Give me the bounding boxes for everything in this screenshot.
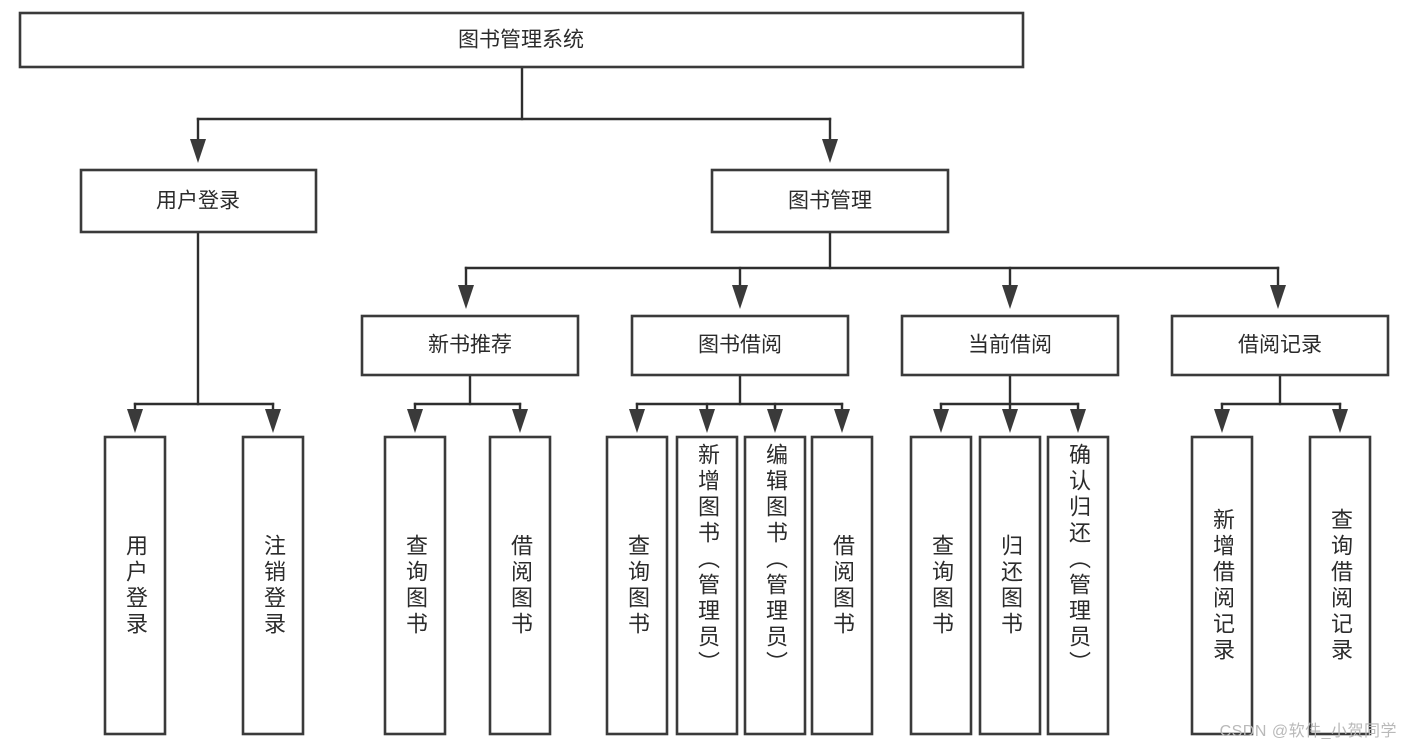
- arrow-head-l3-1: [458, 285, 474, 309]
- node-book-borrow-label: 图书借阅: [698, 334, 782, 357]
- leaf-label-newbook-2: 借阅图书: [508, 533, 533, 638]
- arrow-head-nb-1: [407, 409, 423, 433]
- arrow-head-userlogin: [190, 139, 206, 163]
- arrow-head-bookmgmt: [822, 139, 838, 163]
- leaf-label-current-3: 确认归还（管理员）: [1066, 443, 1091, 677]
- leaf-box-newbook-2[interactable]: [488, 435, 552, 736]
- connector-group-userlogin-leaves: [127, 230, 281, 433]
- leaf-box-newbook-1[interactable]: [383, 435, 447, 736]
- node-root-label: 图书管理系统: [458, 29, 584, 52]
- leaf-box-user-login-1[interactable]: [103, 435, 167, 736]
- connector-group-bookmgmt: [458, 230, 1286, 309]
- connector-group-record-leaves: [1214, 373, 1348, 433]
- leaf-box-current-3[interactable]: [1046, 435, 1110, 736]
- leaf-box-borrow-2[interactable]: [675, 435, 739, 736]
- connector-group-borrow-leaves: [629, 373, 850, 433]
- arrow-head-bb-2: [699, 409, 715, 433]
- node-root-box[interactable]: [18, 11, 1025, 69]
- leaf-group-new-book-recommend: [383, 435, 552, 736]
- arrow-head-l3-4: [1270, 285, 1286, 309]
- node-new-book-recommend-label: 新书推荐: [428, 334, 512, 357]
- leaf-label-borrow-4: 借阅图书: [830, 533, 855, 638]
- leaf-box-record-1[interactable]: [1190, 435, 1254, 736]
- arrow-head-cb-3: [1070, 409, 1086, 433]
- leaf-label-current-1: 查询图书: [929, 533, 954, 638]
- connector-group-newbook-leaves: [407, 373, 528, 433]
- leaf-box-borrow-4[interactable]: [810, 435, 874, 736]
- node-book-management-label: 图书管理: [788, 190, 872, 213]
- leaf-group-current-borrow: [909, 435, 1110, 736]
- node-current-borrow-label: 当前借阅: [968, 334, 1052, 357]
- node-user-login-box[interactable]: [79, 168, 318, 234]
- leaf-label-record-2: 查询借阅记录: [1328, 507, 1353, 664]
- node-current-borrow[interactable]: 当前借阅: [900, 314, 1120, 377]
- arrow-head-ul-1: [127, 409, 143, 433]
- node-borrow-record-label: 借阅记录: [1238, 334, 1322, 357]
- leaf-box-record-2[interactable]: [1308, 435, 1372, 736]
- node-root[interactable]: 图书管理系统: [18, 11, 1025, 69]
- node-user-login[interactable]: 用户登录: [79, 168, 318, 234]
- connector-group-current-leaves: [933, 373, 1086, 433]
- csdn-watermark: CSDN @软件_小贺同学: [1219, 723, 1397, 740]
- node-book-management-box[interactable]: [710, 168, 950, 234]
- leaf-label-borrow-1: 查询图书: [625, 533, 650, 638]
- node-current-borrow-box[interactable]: [900, 314, 1120, 377]
- leaf-label-record-1: 新增借阅记录: [1210, 507, 1235, 664]
- leaf-box-current-2[interactable]: [978, 435, 1042, 736]
- node-borrow-record[interactable]: 借阅记录: [1170, 314, 1390, 377]
- arrow-head-br-2: [1332, 409, 1348, 433]
- node-book-borrow[interactable]: 图书借阅: [630, 314, 850, 377]
- leaf-label-user-login-1: 用户登录: [123, 533, 148, 638]
- node-borrow-record-box[interactable]: [1170, 314, 1390, 377]
- node-user-login-label: 用户登录: [156, 190, 240, 213]
- leaf-box-user-login-2[interactable]: [241, 435, 305, 736]
- arrow-head-bb-1: [629, 409, 645, 433]
- arrow-head-l3-2: [732, 285, 748, 309]
- leaf-label-borrow-2: 新增图书（管理员）: [695, 443, 720, 677]
- leaf-label-borrow-3: 编辑图书（管理员）: [763, 443, 788, 677]
- node-new-book-recommend[interactable]: 新书推荐: [360, 314, 580, 377]
- arrow-head-ul-2: [265, 409, 281, 433]
- leaf-group-borrow-record: [1190, 435, 1372, 736]
- leaf-box-borrow-3[interactable]: [743, 435, 807, 736]
- leaf-label-newbook-1: 查询图书: [403, 533, 428, 638]
- arrow-head-bb-3: [767, 409, 783, 433]
- node-book-management[interactable]: 图书管理: [710, 168, 950, 234]
- leaf-box-current-1[interactable]: [909, 435, 973, 736]
- arrow-head-bb-4: [834, 409, 850, 433]
- leaf-box-borrow-1[interactable]: [605, 435, 669, 736]
- arrow-head-nb-2: [512, 409, 528, 433]
- node-new-book-recommend-box[interactable]: [360, 314, 580, 377]
- node-book-borrow-box[interactable]: [630, 314, 850, 377]
- arrow-head-l3-3: [1002, 285, 1018, 309]
- leaf-group-user-login: [103, 435, 305, 736]
- arrow-head-cb-1: [933, 409, 949, 433]
- arrow-head-cb-2: [1002, 409, 1018, 433]
- leaf-label-current-2: 归还图书: [998, 533, 1023, 638]
- arrow-head-br-1: [1214, 409, 1230, 433]
- connector-group-root: [190, 65, 838, 163]
- leaf-label-user-login-2: 注销登录: [261, 533, 286, 638]
- leaf-group-book-borrow: [605, 435, 874, 736]
